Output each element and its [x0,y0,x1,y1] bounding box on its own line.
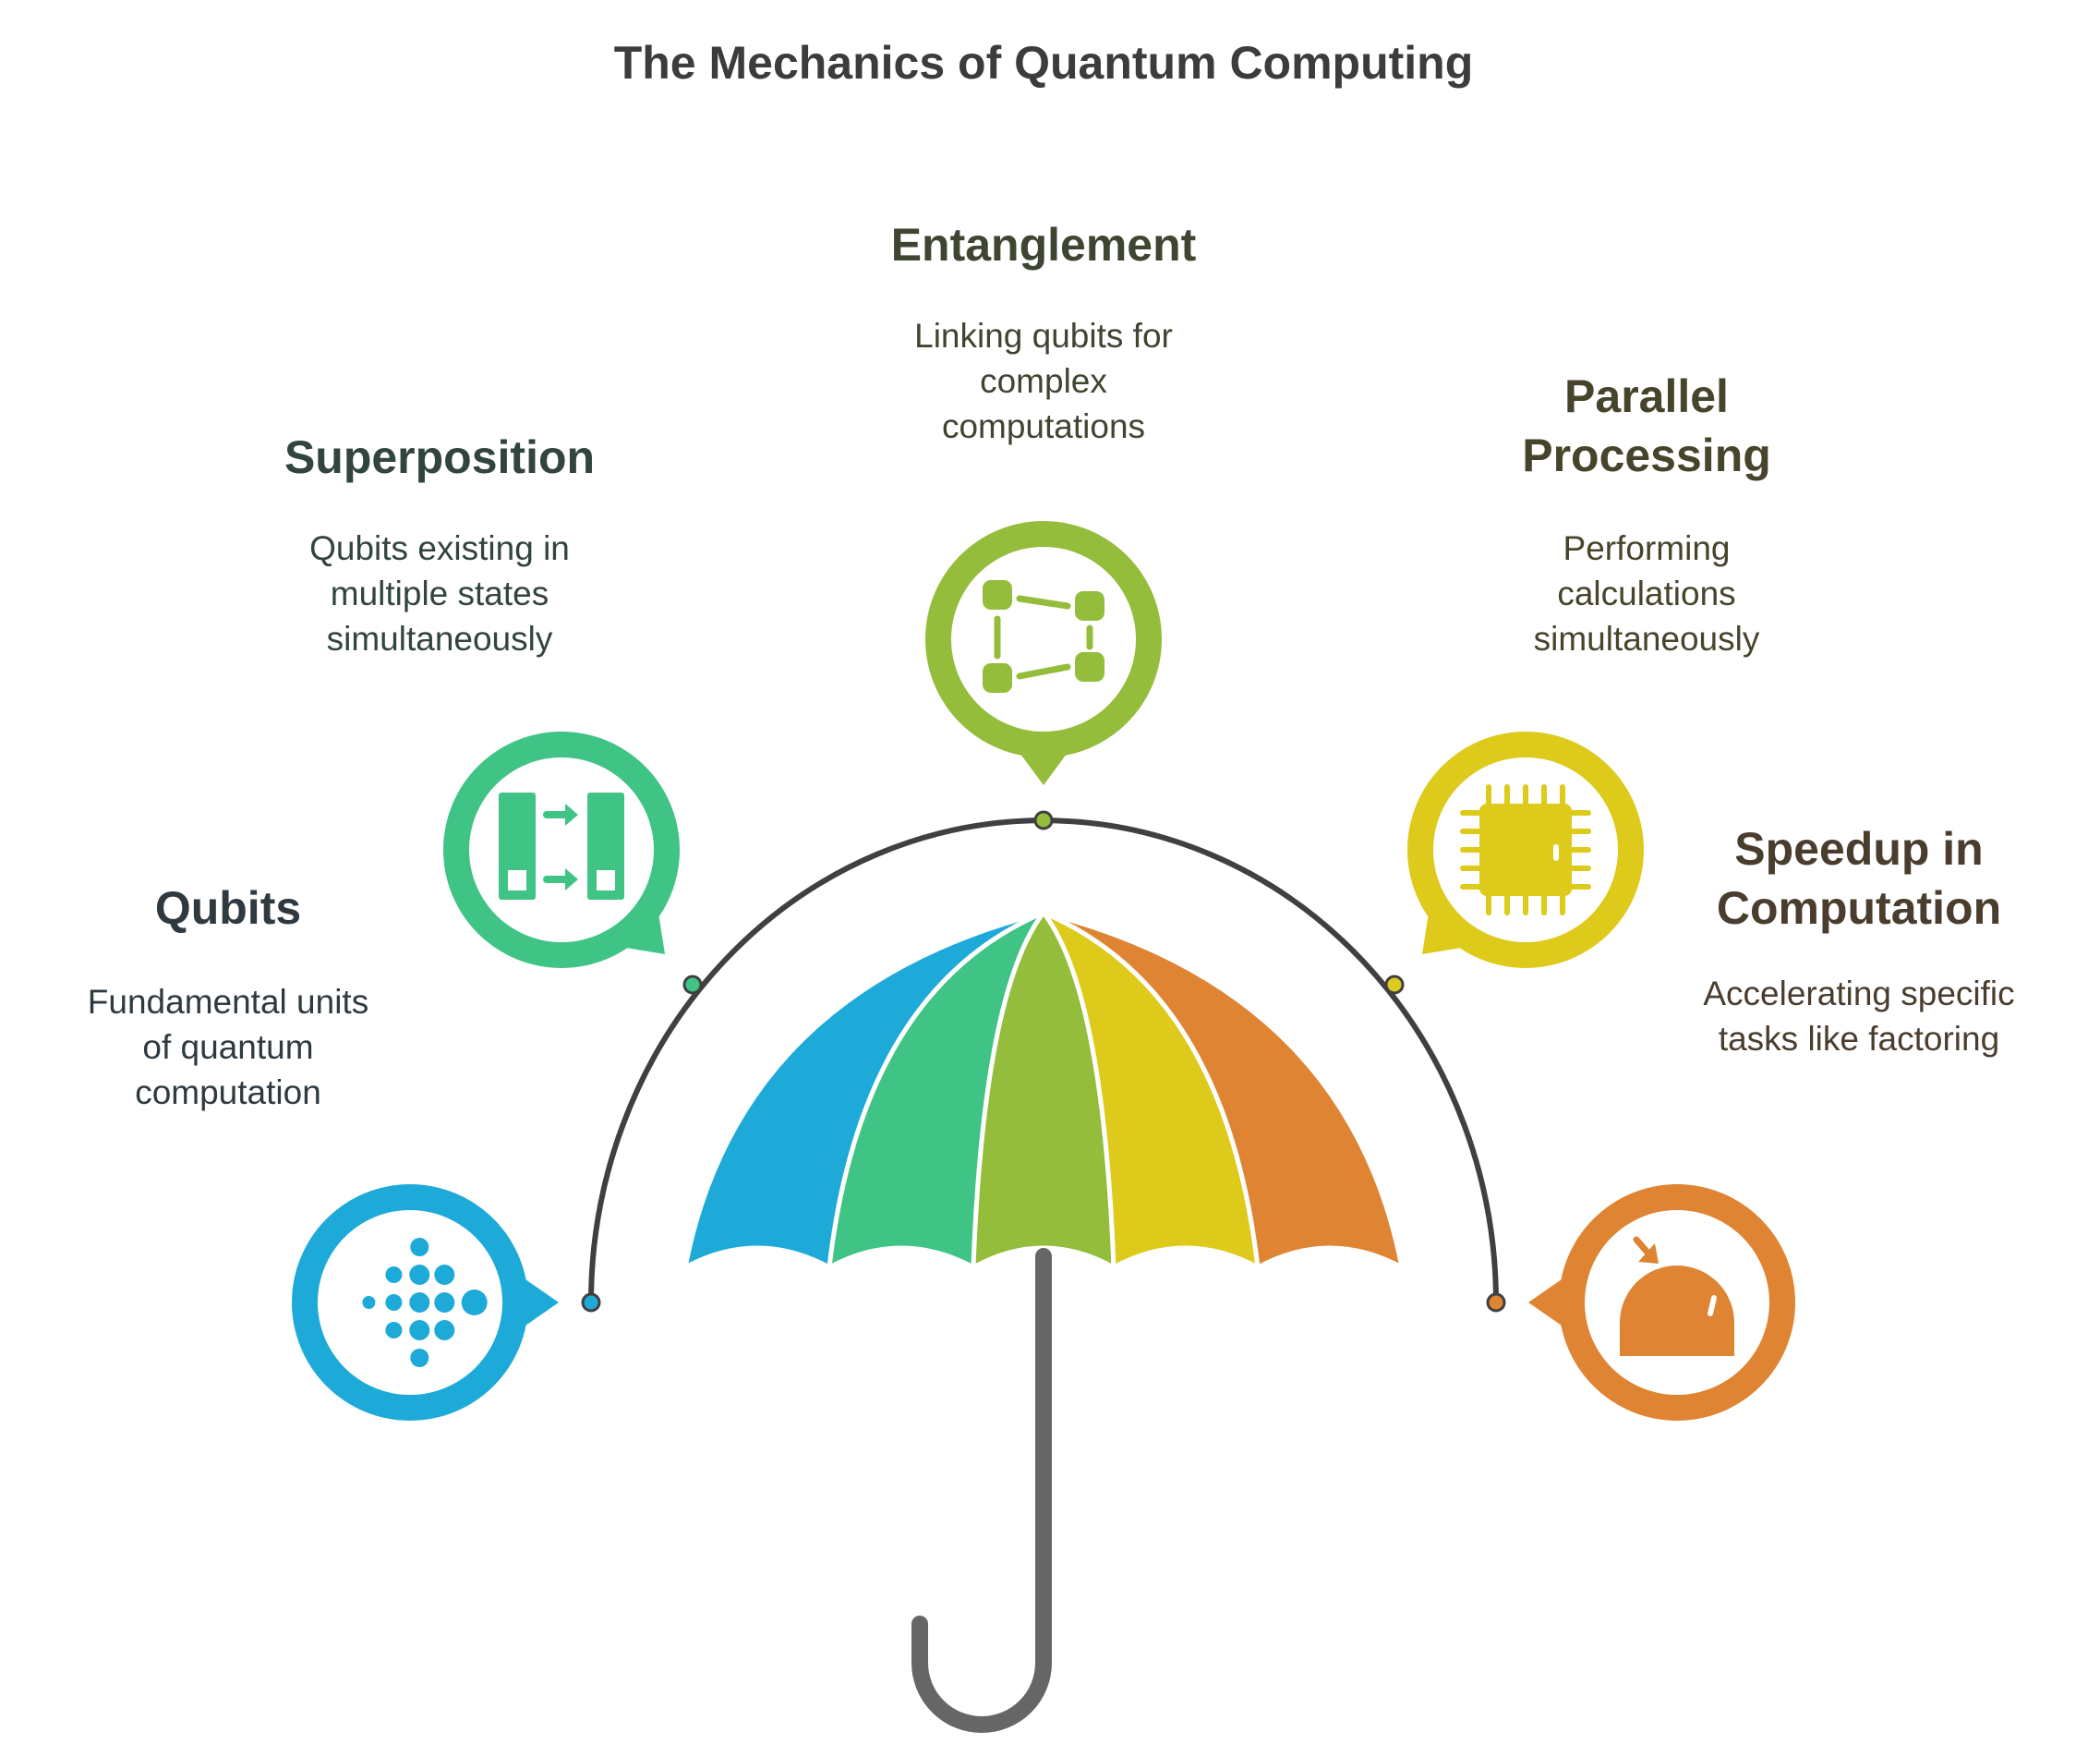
arc-dot-speedup [1486,1292,1506,1313]
heading-line: Speedup in [1734,823,1983,875]
description-line: Fundamental units [88,983,368,1021]
heading-line: Superposition [284,431,595,483]
arc-dot-parallel-processing [1384,975,1405,995]
heading-superposition: Superposition [284,431,595,483]
description-line: simultaneously [1534,620,1760,658]
switch-states-icon [499,793,624,900]
processor-chip-icon [1460,784,1591,915]
qubit-dot [385,1266,403,1283]
qubit-dot [362,1296,376,1309]
description-line: simultaneously [327,620,553,658]
heading-line: Entanglement [891,219,1197,271]
qubit-dot [434,1292,455,1313]
page-title: The Mechanics of Quantum Computing [614,37,1474,89]
qubit-dot [434,1265,455,1285]
qubit-dot [410,1349,429,1367]
callout-bubble-superposition [443,732,680,968]
arc-dot-qubits [581,1292,601,1313]
description-line: multiple states [331,575,549,612]
umbrella-canopy [682,910,1405,1270]
description-line: Performing [1563,529,1731,567]
heading-line: Computation [1717,882,2001,934]
bubble-inner [951,547,1136,732]
arc-dot-entanglement [1033,810,1054,830]
description-speedup: Accelerating specific tasks like factorin… [1703,975,2014,1058]
description-line: computation [135,1073,321,1111]
heading-entanglement: Entanglement [891,219,1197,271]
arc-markers [581,810,1506,1313]
heading-speedup: Speedup in Computation [1717,823,2001,934]
description-superposition: Qubits existing in multiple states simulta… [309,529,570,658]
qubit-dot [409,1320,430,1340]
description-line: of quantum [142,1028,313,1066]
description-line: calculations [1557,575,1735,612]
qubit-dot [385,1294,403,1311]
description-line: complex [980,362,1107,400]
arc-dot-superposition [682,975,703,995]
umbrella-handle [911,1248,1052,1733]
qubit-dot [434,1320,455,1340]
heading-qubits: Qubits [155,882,301,934]
description-line: Accelerating specific [1703,975,2014,1012]
heading-line: Parallel [1564,370,1729,422]
qubit-dot [409,1265,430,1285]
qubit-dot [410,1238,429,1256]
heading-line: Qubits [155,882,301,934]
dome-bell-icon [1620,1236,1734,1356]
qubit-dots-icon [362,1238,488,1367]
qubit-dot [409,1292,430,1313]
description-qubits: Fundamental units of quantum computation [88,983,368,1111]
description-line: tasks like factoring [1719,1020,1999,1058]
network-nodes-icon [983,580,1104,693]
description-line: Qubits existing in [309,529,570,567]
callout-bubble-entanglement [925,521,1162,785]
heading-line: Processing [1522,430,1771,481]
canopy-panel-speedup [1041,910,1405,1270]
description-parallel-processing: Performing calculations simultaneously [1534,529,1760,658]
description-entanglement: Linking qubits for complex computations [914,317,1173,445]
qubit-dot [461,1290,488,1315]
description-line: Linking qubits for [914,317,1173,355]
description-line: computations [942,407,1145,445]
bubble-inner [469,757,654,942]
qubit-dot [385,1322,403,1338]
